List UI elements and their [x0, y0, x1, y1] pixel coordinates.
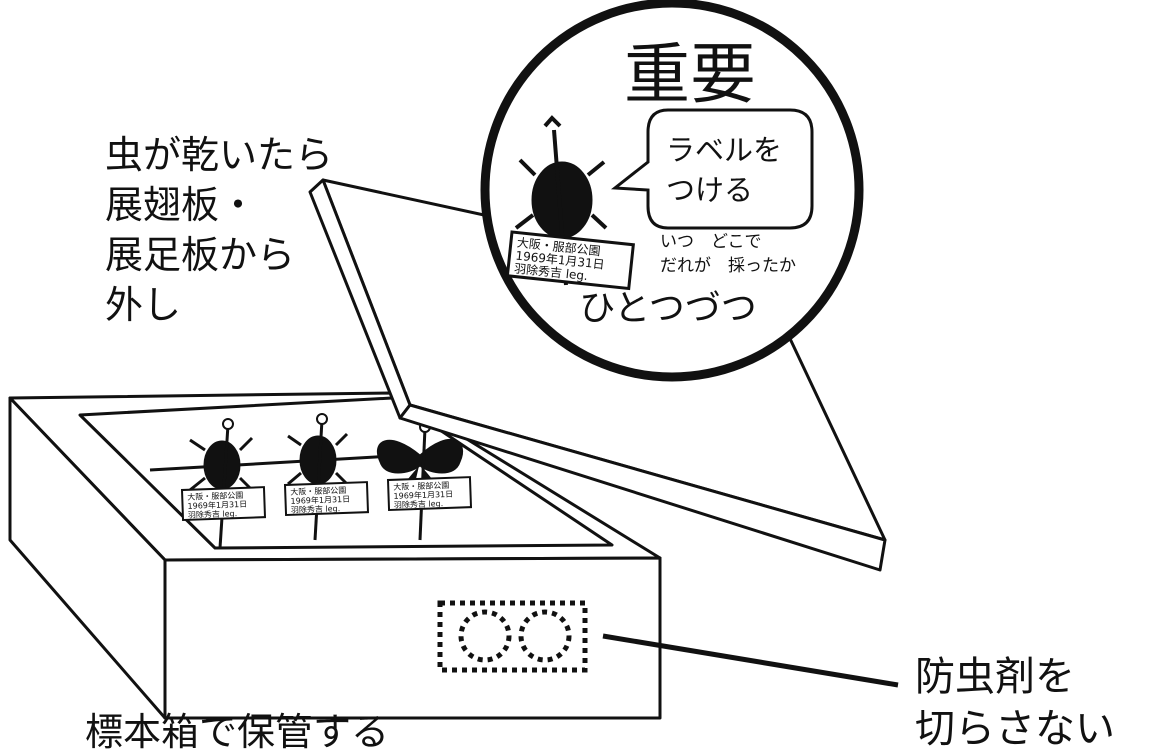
instruction-line1: 虫が乾いたら: [105, 133, 333, 177]
svg-text:羽除秀吉 leg.: 羽除秀吉 leg.: [291, 503, 341, 515]
instruction-line3: 展足板から: [105, 233, 295, 277]
svg-text:1969年1月31日: 1969年1月31日: [393, 489, 453, 501]
instruction-line4: 外し: [105, 283, 181, 327]
specimen-label-3: 大阪・服部公園 1969年1月31日 羽除秀吉 leg.: [386, 476, 473, 512]
repellent-line2: 切らさない: [915, 706, 1115, 752]
beetle-specimen-1: [189, 418, 254, 549]
bubble-text-line2: つける: [666, 173, 753, 207]
svg-text:羽除秀吉 leg.: 羽除秀吉 leg.: [394, 498, 444, 510]
boxed-labels: 大阪・服部公園 1969年1月31日 羽除秀吉 leg. 大阪・服部公園 196…: [180, 476, 473, 522]
repellent-line1: 防虫剤を: [915, 654, 1075, 700]
label-note-line1: いつ どこで: [660, 232, 762, 252]
magnifier-lens: 大阪・服部公園 1969年1月31日 羽除秀吉 leg.: [480, 0, 864, 382]
importance-title: 重要: [624, 36, 756, 113]
label-note-line2: だれが 採ったか: [660, 256, 796, 276]
box-front: [163, 556, 662, 720]
one-each-text: ひとつづつ: [579, 288, 756, 329]
svg-text:大阪・服部公園: 大阪・服部公園: [187, 490, 243, 502]
lid-edge-front: [398, 403, 887, 572]
beetle-specimen-2: [287, 413, 349, 541]
specimen-label-2: 大阪・服部公園 1969年1月31日 羽除秀吉 leg.: [283, 481, 370, 517]
large-specimen-label: 大阪・服部公園 1969年1月31日 羽除秀吉 leg.: [505, 230, 635, 291]
specimen-label-1: 大阪・服部公園 1969年1月31日 羽除秀吉 leg.: [180, 486, 267, 522]
svg-text:大阪・服部公園: 大阪・服部公園: [393, 480, 449, 492]
instruction-line2: 展翅板・: [105, 183, 257, 227]
svg-text:羽除秀吉 leg.: 羽除秀吉 leg.: [188, 508, 238, 520]
svg-text:1969年1月31日: 1969年1月31日: [187, 499, 247, 511]
svg-text:大阪・服部公園: 大阪・服部公園: [290, 485, 346, 497]
repellent-pointer-line: [602, 633, 899, 688]
box-caption: 標本箱で保管する: [85, 710, 389, 753]
insect-repellent: [437, 600, 588, 673]
speech-bubble: [610, 108, 814, 230]
bubble-text-line1: ラベルを: [666, 133, 782, 167]
svg-text:1969年1月31日: 1969年1月31日: [290, 494, 350, 506]
